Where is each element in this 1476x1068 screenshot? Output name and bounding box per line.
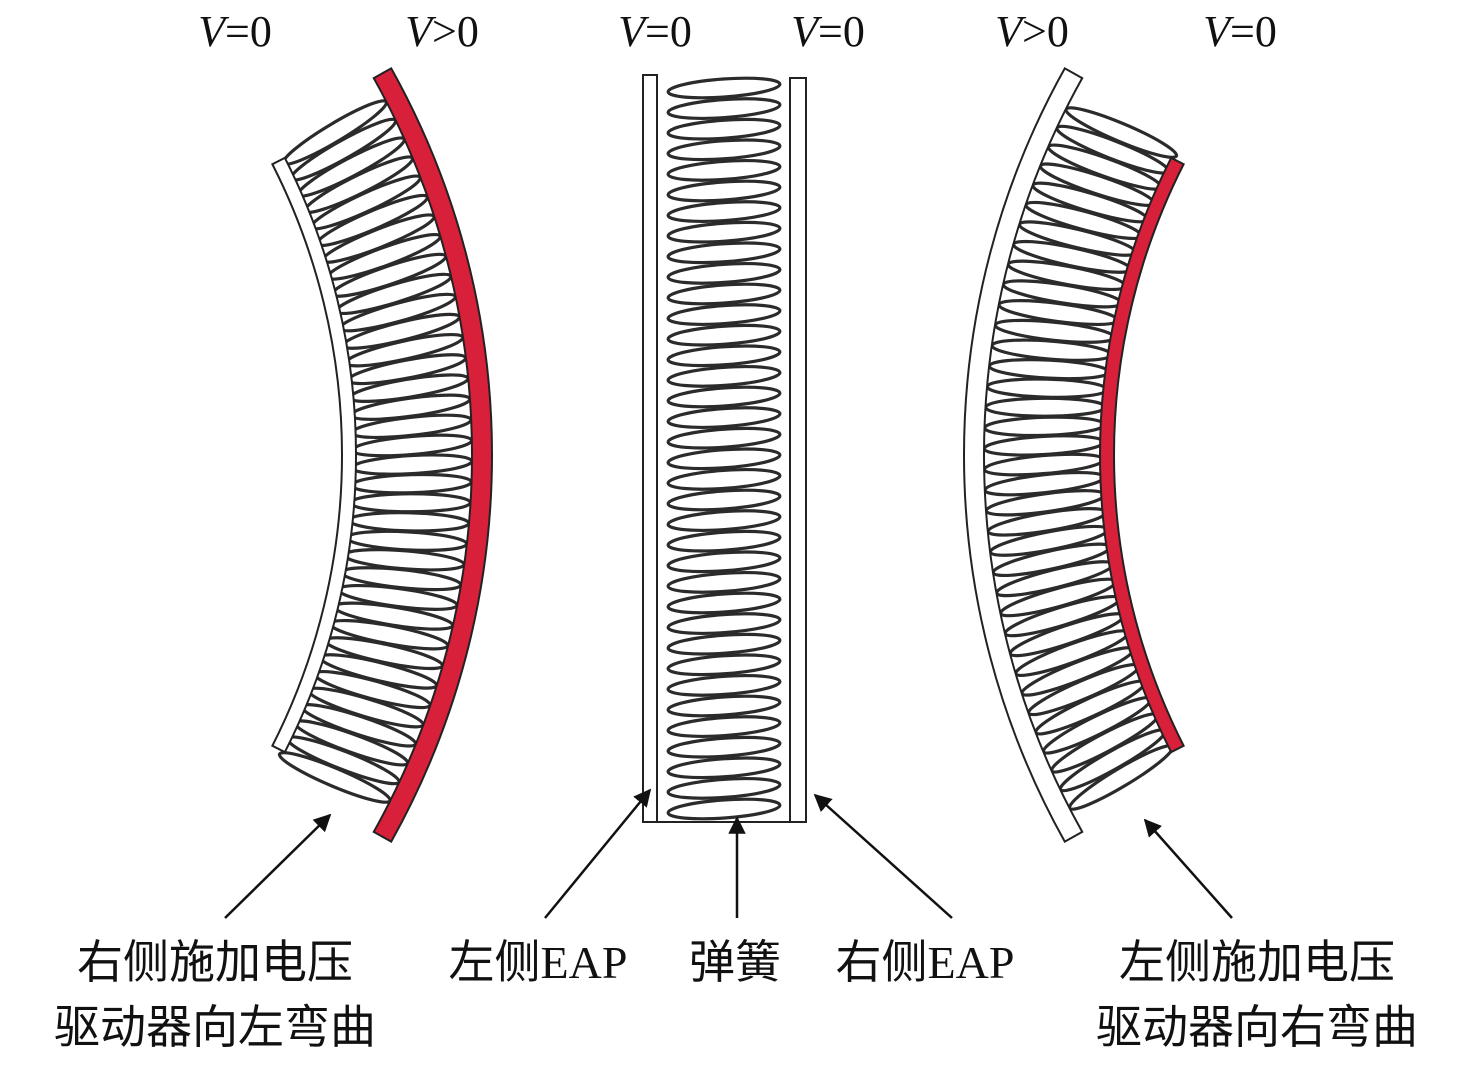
spring-coil [666,777,782,800]
spring-coil [988,524,1110,557]
spring-coil [666,323,782,347]
spring-coil [666,406,782,429]
spring-coil [348,373,470,403]
right-caption-line2: 驱动器向右弯曲 [1096,1002,1418,1053]
spring-coil [1001,279,1124,309]
spring-coil [666,591,782,615]
spring-coil [984,396,1108,418]
spring-coil [303,155,415,215]
spring-coil [349,393,472,421]
spring-coil [666,220,782,244]
spring-coil [666,797,782,821]
spring-coil [666,550,782,574]
spring-coil [347,511,471,533]
spring-coil [666,97,782,120]
spring-coil [328,618,450,651]
left-bending-actuator [271,67,493,843]
spring-coil [666,488,782,512]
spring-coil [1058,728,1167,793]
voltage-label: V=0 [791,7,865,56]
spring-coil [1064,106,1179,159]
spring-coil [320,213,436,264]
arrow-left-actuator [224,813,332,919]
spring-coil [289,117,398,182]
spring-coil [1006,259,1128,292]
spring-coil [315,193,430,248]
voltage-label: V=0 [198,7,272,56]
right-eap-strip-active [372,67,493,843]
spring-coil [666,715,782,738]
spring-coil [666,344,782,368]
right-eap-strip [789,77,807,823]
right-eap-strip-inactive [963,67,1084,843]
spring-coil [309,174,422,231]
spring-coil [984,489,1107,517]
spring-coil [666,241,782,265]
spring-coil [666,632,782,656]
right-caption-line1: 左侧施加电压 [1119,937,1395,988]
spring-coil [666,509,782,532]
left-eap-label: 左侧EAP [448,937,628,988]
spring-coil [983,415,1107,438]
callout-arrows [224,788,1233,919]
spring-coil [985,377,1109,399]
spring-coil [281,99,389,166]
spring-coil [349,472,473,495]
spring-coil [666,282,782,306]
spring-coil [666,694,782,718]
voltage-label: V=0 [1203,7,1277,56]
spring-coil [666,735,782,759]
spring-coil [666,529,782,553]
spring-coil [666,385,782,409]
spring-coil [666,179,782,203]
spring-coil [666,117,782,141]
spring-coil [1041,695,1153,755]
spring-coil [666,159,782,182]
spring-coil [666,612,782,635]
spring-coil [348,492,472,514]
spring-coil [666,426,782,450]
spring-coil [666,447,782,471]
spring-label: 弹簧 [689,937,781,988]
spring-coil [1067,744,1175,811]
arrow-left-eap [544,788,652,919]
spring-coil [666,365,782,388]
spring-coil [666,200,782,223]
left-caption-line1: 右侧施加电压 [77,937,353,988]
spring-coil [1055,124,1171,175]
spring-coil [346,353,468,386]
spring-coil [1011,239,1133,274]
spring-coil [296,136,407,198]
straight-actuator [642,74,807,823]
left-eap-strip-active [1099,156,1185,754]
spring-coil [1026,662,1141,717]
spring-coil [666,76,782,100]
voltage-label: V>0 [405,7,479,56]
spring-coil [285,735,401,786]
spring-coil [666,756,782,780]
spring-coil [332,601,455,631]
spring-coil [277,751,392,804]
spring-coil [1049,712,1160,774]
spring-coil [666,303,782,326]
left-eap-strip-inactive [271,156,357,754]
spring-coil [666,262,782,285]
spring-coil [1020,646,1136,697]
voltage-label: V=0 [618,7,692,56]
voltage-label: V>0 [995,7,1069,56]
left-caption-line2: 驱动器向左弯曲 [54,1002,376,1053]
spring-coil [323,636,445,671]
spring-coil [986,507,1108,537]
spring-coil [666,138,782,162]
right-bending-actuator [963,67,1185,843]
spring-coil [666,468,782,491]
spring-coil [1034,679,1147,736]
right-eap-label: 右侧EAP [835,937,1015,988]
left-eap-strip [642,74,658,823]
spring-coil [666,674,782,697]
spring-coil [666,571,782,594]
arrow-right-actuator [1143,818,1233,919]
arrow-right-eap [813,793,953,919]
spring-coil [666,653,782,677]
